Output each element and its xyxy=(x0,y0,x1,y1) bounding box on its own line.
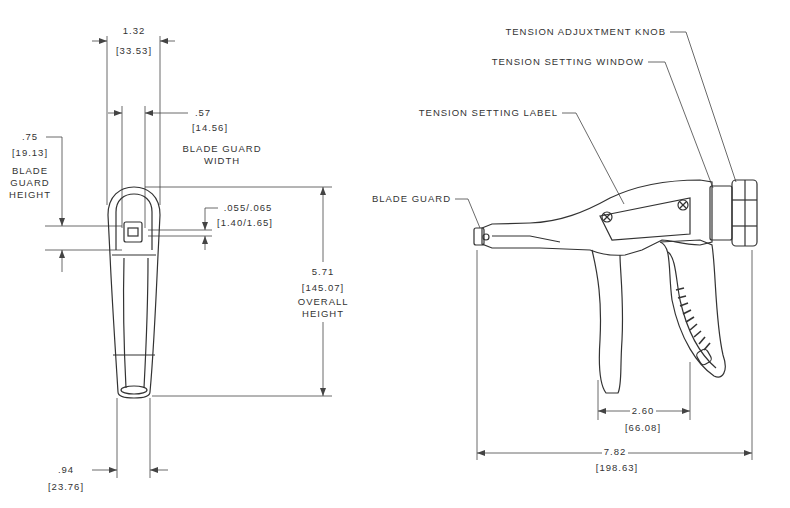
dimension-label: .94 xyxy=(56,464,76,476)
dimension-label: .57 xyxy=(193,107,213,119)
dimension-label: [1.40/1.65] xyxy=(215,217,275,229)
dimension-label: [145.07] xyxy=(300,282,346,294)
dimension-label: [19.13] xyxy=(10,147,50,159)
dimension-label: BLADE GUARD HEIGHT xyxy=(7,165,53,201)
dimension-label: [66.08] xyxy=(623,422,663,434)
dimension-label: OVERALL HEIGHT xyxy=(296,296,350,320)
front-view xyxy=(108,187,160,398)
dimension-label: [23.76] xyxy=(46,481,86,493)
dimension-label: 1.32 xyxy=(121,25,148,37)
dimension-label: .75 xyxy=(20,131,40,143)
dimension-label: [14.56] xyxy=(190,122,230,134)
callout-label: BLADE GUARD xyxy=(370,193,453,205)
callout-label: TENSION SETTING LABEL xyxy=(417,107,560,119)
callout-label: TENSION ADJUXTMENT KNOB xyxy=(503,26,668,38)
dimension-label: 2.60 xyxy=(630,405,657,417)
side-view xyxy=(474,180,757,393)
dimension-label: BLADE GUARD WIDTH xyxy=(178,143,267,167)
dimension-label: 7.82 xyxy=(602,446,629,458)
dimension-label: [198.63] xyxy=(594,462,640,474)
dimension-lines xyxy=(45,32,752,478)
dimension-label: 5.71 xyxy=(310,266,337,278)
dimension-label: .055/.065 xyxy=(222,202,275,214)
dimension-label: [33.53] xyxy=(114,45,154,57)
callout-label: TENSION SETTING WINDOW xyxy=(490,56,646,68)
